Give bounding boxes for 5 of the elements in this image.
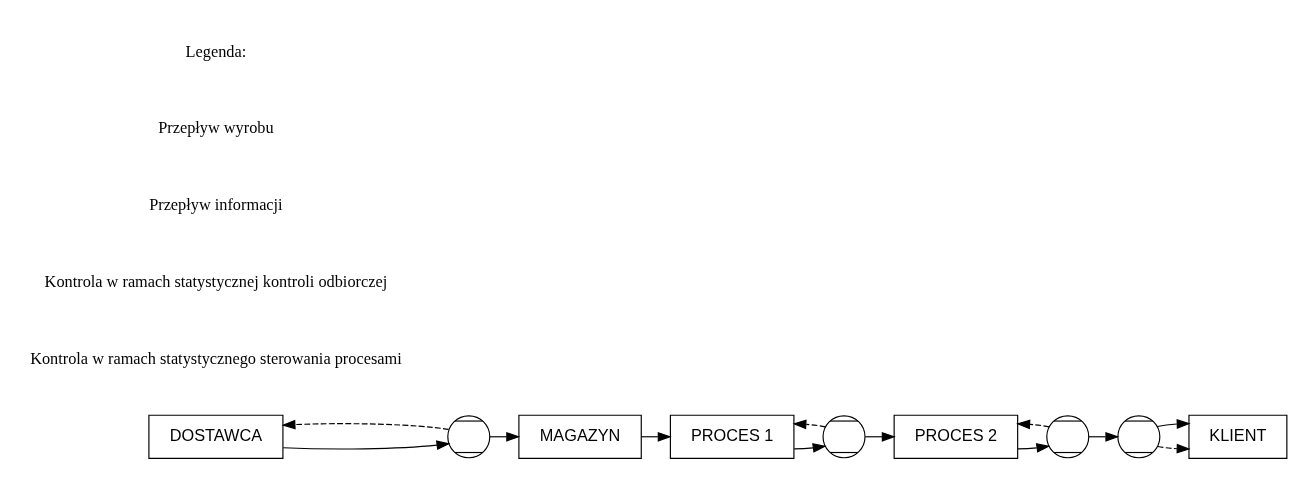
label: Legenda: bbox=[185, 41, 247, 61]
legend-label: Kontrola w ramach statystycznej kontroli odbiorczej bbox=[44, 271, 388, 291]
legend-label: Przepływ wyrobu bbox=[158, 117, 274, 137]
legend-label: Kontrola w ramach statystycznego sterowania procesami bbox=[30, 348, 402, 368]
legend-label: Przepływ informacji bbox=[149, 194, 283, 214]
